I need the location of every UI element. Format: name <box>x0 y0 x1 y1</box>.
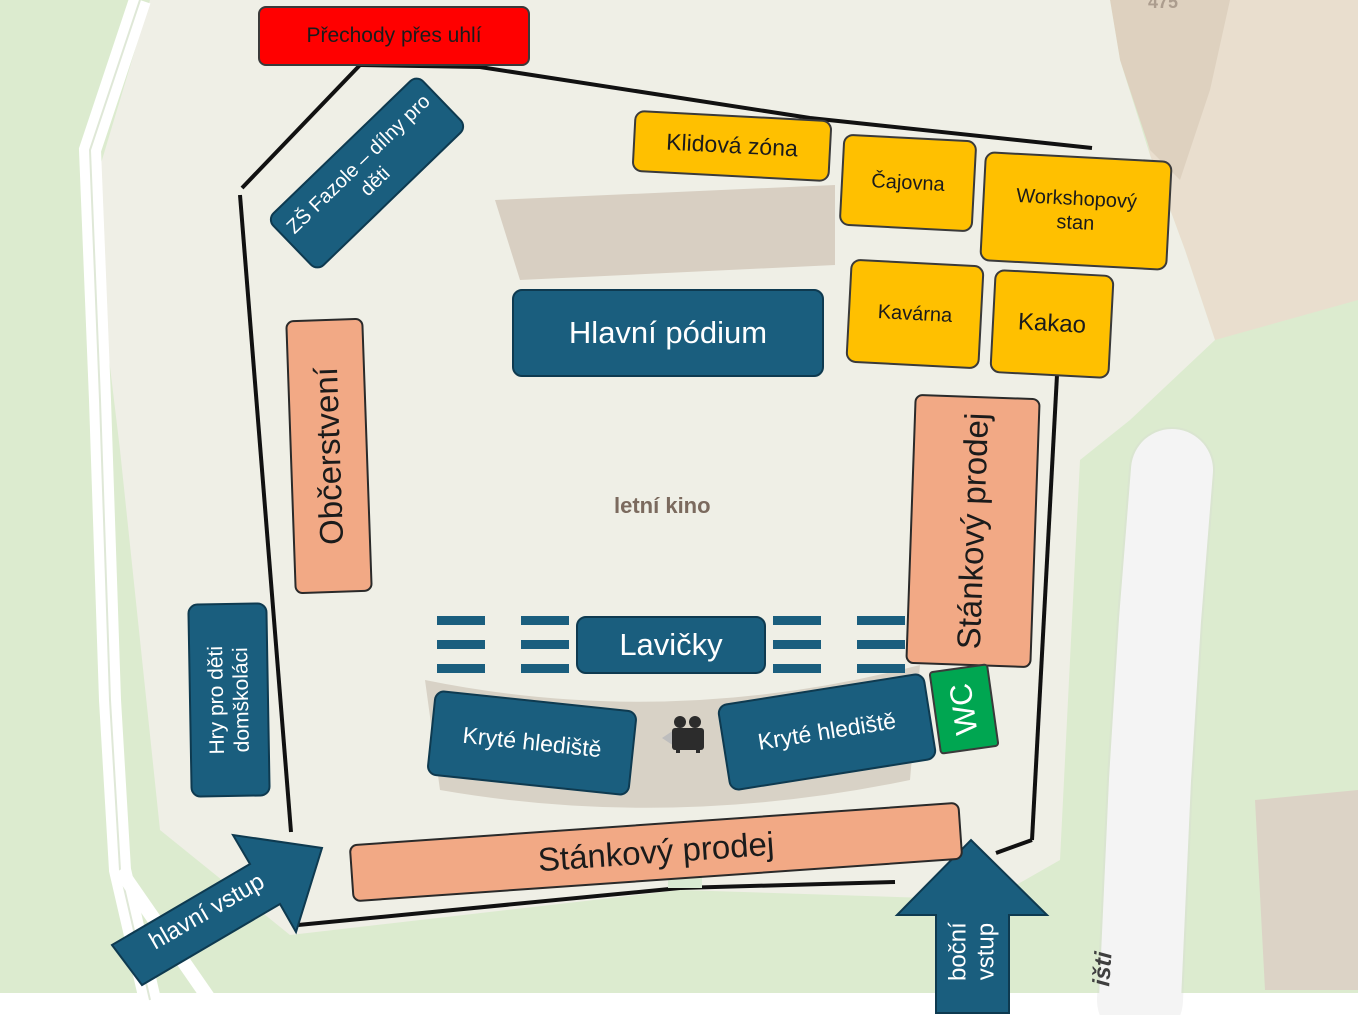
bench-stripe <box>857 640 905 649</box>
bottom-margin <box>0 993 1358 1015</box>
zone-refreshments: Občerstvení <box>285 317 373 595</box>
house-number-label: 475 <box>1148 0 1179 12</box>
zone-quiet: Klidová zóna <box>631 109 833 183</box>
bench-stripe <box>437 616 485 625</box>
bench-stripe <box>773 664 821 673</box>
zone-cocoa: Kakao <box>989 268 1115 380</box>
street-label: išti <box>1088 950 1118 988</box>
bench-stripe <box>521 664 569 673</box>
path-left-edge <box>88 0 151 1001</box>
zone-tea-room: Čajovna <box>838 133 978 233</box>
zone-kids-games: Hry pro děti domškoláci <box>187 602 271 798</box>
fence-right <box>1030 374 1059 841</box>
fence-bottom <box>297 886 681 927</box>
movie-camera-icon <box>662 716 704 753</box>
main-entrance-arrow <box>110 833 324 987</box>
bench-stripe <box>857 664 905 673</box>
road-right-edge <box>1097 427 1215 1015</box>
zone-fire-walk: Přechody přes uhlí <box>258 6 530 66</box>
place-label: letní kino <box>614 493 711 518</box>
road-right <box>1099 429 1213 1015</box>
bench-stripe <box>773 616 821 625</box>
bench-stripe <box>521 616 569 625</box>
bench-stripe <box>773 640 821 649</box>
zone-toilets: WC <box>928 663 1000 755</box>
fence-corner <box>995 838 1033 855</box>
zone-cafe: Kavárna <box>845 258 985 370</box>
bench-stripe <box>437 664 485 673</box>
building-block <box>1110 0 1230 180</box>
bench-stripe <box>437 640 485 649</box>
fence-bottom-2 <box>679 880 896 890</box>
bench-stripes <box>437 616 905 673</box>
bench-stripe <box>857 616 905 625</box>
zone-benches: Lavičky <box>576 616 766 674</box>
zone-main-stage: Hlavní pódium <box>512 289 824 377</box>
zone-workshop-tent: Workshopový stan <box>979 151 1173 271</box>
side-entrance-arrow <box>894 838 1050 1014</box>
fence-left <box>238 194 293 833</box>
stage-building <box>495 185 835 280</box>
fence-top-left <box>240 63 362 190</box>
bench-stripe <box>521 640 569 649</box>
building-bottom-right <box>1255 790 1358 990</box>
zone-stalls-right: Stánkový prodej <box>905 393 1041 669</box>
fence-top <box>359 63 1093 150</box>
side-entrance-label: boční vstup <box>944 922 999 981</box>
